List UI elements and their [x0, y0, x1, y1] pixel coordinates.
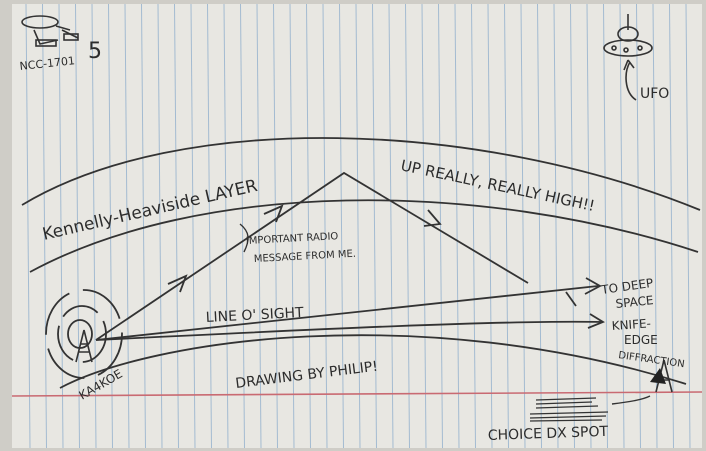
important-line1: IMPORTANT RADIO: [246, 231, 339, 247]
diffraction-path: [95, 320, 603, 341]
rule-line: [91, 3, 97, 449]
antenna-tower-icon: [75, 329, 93, 363]
skywave-path: [95, 171, 529, 341]
ruled-lines: [25, 3, 691, 449]
margin-line: [11, 391, 703, 397]
radio-paths: [95, 171, 603, 341]
scribbled-out-text: [529, 397, 609, 422]
rule-line: [520, 3, 526, 449]
rule-line: [388, 3, 394, 449]
rule-line: [487, 3, 493, 449]
knife-line2: EDGE: [624, 333, 658, 347]
rule-line: [685, 3, 691, 449]
rule-line: [669, 3, 674, 449]
ship-mark: 5: [88, 39, 102, 64]
dx-spot-pointer: [611, 395, 651, 405]
to-deep-line2: SPACE: [615, 293, 654, 311]
hill-triangle: [650, 368, 666, 384]
ufo-label: UFO: [640, 86, 669, 102]
rule-line: [273, 3, 278, 449]
rule-line: [537, 3, 542, 449]
rule-line: [174, 3, 179, 449]
rule-line: [586, 3, 592, 449]
layer-upper-arc: [21, 137, 701, 211]
knife-line1: KNIFE-: [611, 316, 651, 333]
rule-line: [619, 3, 625, 449]
rule-line: [355, 3, 361, 449]
ship-id-label: NCC-1701: [19, 54, 76, 73]
rule-line: [504, 3, 509, 449]
rule-line: [339, 3, 344, 449]
rule-line: [570, 3, 575, 449]
starship-icon: [21, 15, 79, 47]
rule-line: [438, 3, 443, 449]
arrowheads: [167, 204, 605, 329]
rule-line: [42, 3, 47, 449]
message-pointer: [239, 223, 249, 253]
rule-line: [636, 3, 641, 449]
rule-line: [322, 3, 328, 449]
rule-line: [223, 3, 229, 449]
rule-line: [289, 3, 295, 449]
rule-line: [25, 3, 31, 449]
rule-line: [108, 3, 113, 449]
rule-line: [207, 3, 212, 449]
rule-line: [190, 3, 196, 449]
rule-line: [372, 3, 377, 449]
rule-line: [58, 3, 64, 449]
important-line2: MESSAGE FROM ME.: [254, 249, 357, 265]
rule-line: [405, 3, 410, 449]
rule-line: [553, 3, 559, 449]
rule-line: [141, 3, 146, 449]
rule-line: [75, 3, 80, 449]
rule-line: [256, 3, 262, 449]
rule-line: [124, 3, 130, 449]
line-of-sight-label: LINE O' SIGHT: [205, 305, 304, 326]
layer-lower-arc: [29, 199, 699, 273]
rule-line: [454, 3, 460, 449]
ufo-icon: [603, 14, 653, 101]
rule-line: [471, 3, 476, 449]
rule-line: [157, 3, 163, 449]
choice-dx-label: CHOICE DX SPOT: [488, 424, 609, 444]
line-of-sight-path: [95, 285, 599, 341]
rule-line: [306, 3, 311, 449]
